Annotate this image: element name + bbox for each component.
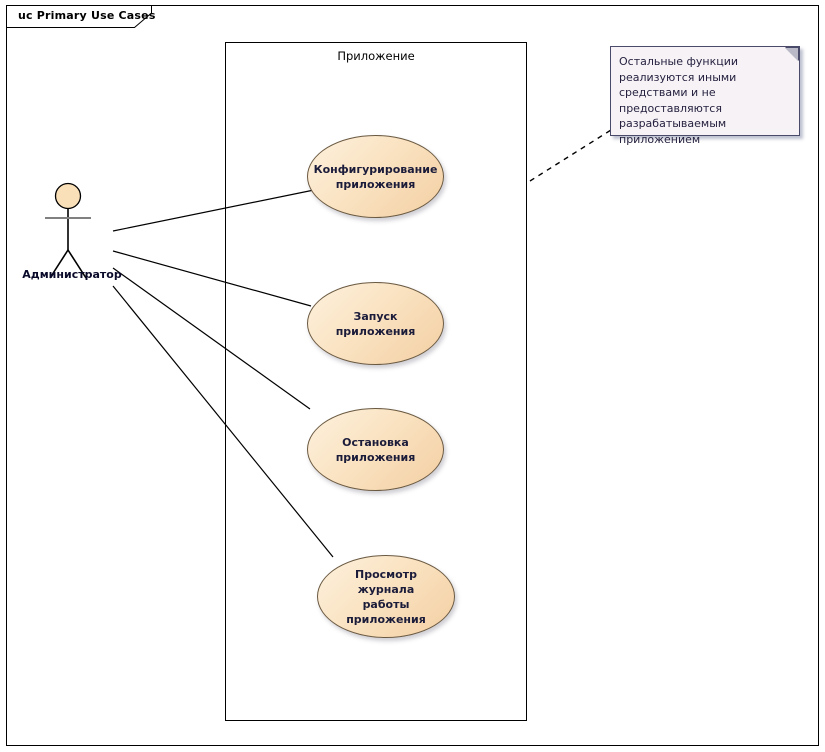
use-case-label-configure: Конфигурирование приложения: [313, 162, 438, 191]
note-fold-icon: [785, 48, 798, 61]
stick-figure-actor-icon: [45, 182, 91, 279]
note-box[interactable]: Остальные функции реализуются иными сред…: [610, 46, 800, 146]
use-case-view-log[interactable]: Просмотр журнала работы приложения: [317, 555, 455, 638]
use-case-label-view-log: Просмотр журнала работы приложения: [346, 567, 426, 626]
use-case-configure[interactable]: Конфигурирование приложения: [307, 135, 444, 218]
actor-administrator[interactable]: [20, 178, 120, 288]
note-text: Остальные функции реализуются иными сред…: [619, 55, 739, 146]
actor-label: Администратор: [22, 268, 122, 281]
system-boundary-label: Приложение: [337, 49, 415, 63]
use-case-label-start: Запуск приложения: [335, 309, 416, 338]
frame-title-label: uc Primary Use Cases: [18, 9, 156, 22]
frame-tab-shape: [6, 5, 152, 28]
use-case-start[interactable]: Запуск приложения: [307, 282, 444, 365]
frame-title-tab: uc Primary Use Cases: [6, 5, 155, 28]
use-case-stop[interactable]: Остановка приложения: [307, 408, 444, 491]
use-case-label-stop: Остановка приложения: [335, 435, 416, 464]
